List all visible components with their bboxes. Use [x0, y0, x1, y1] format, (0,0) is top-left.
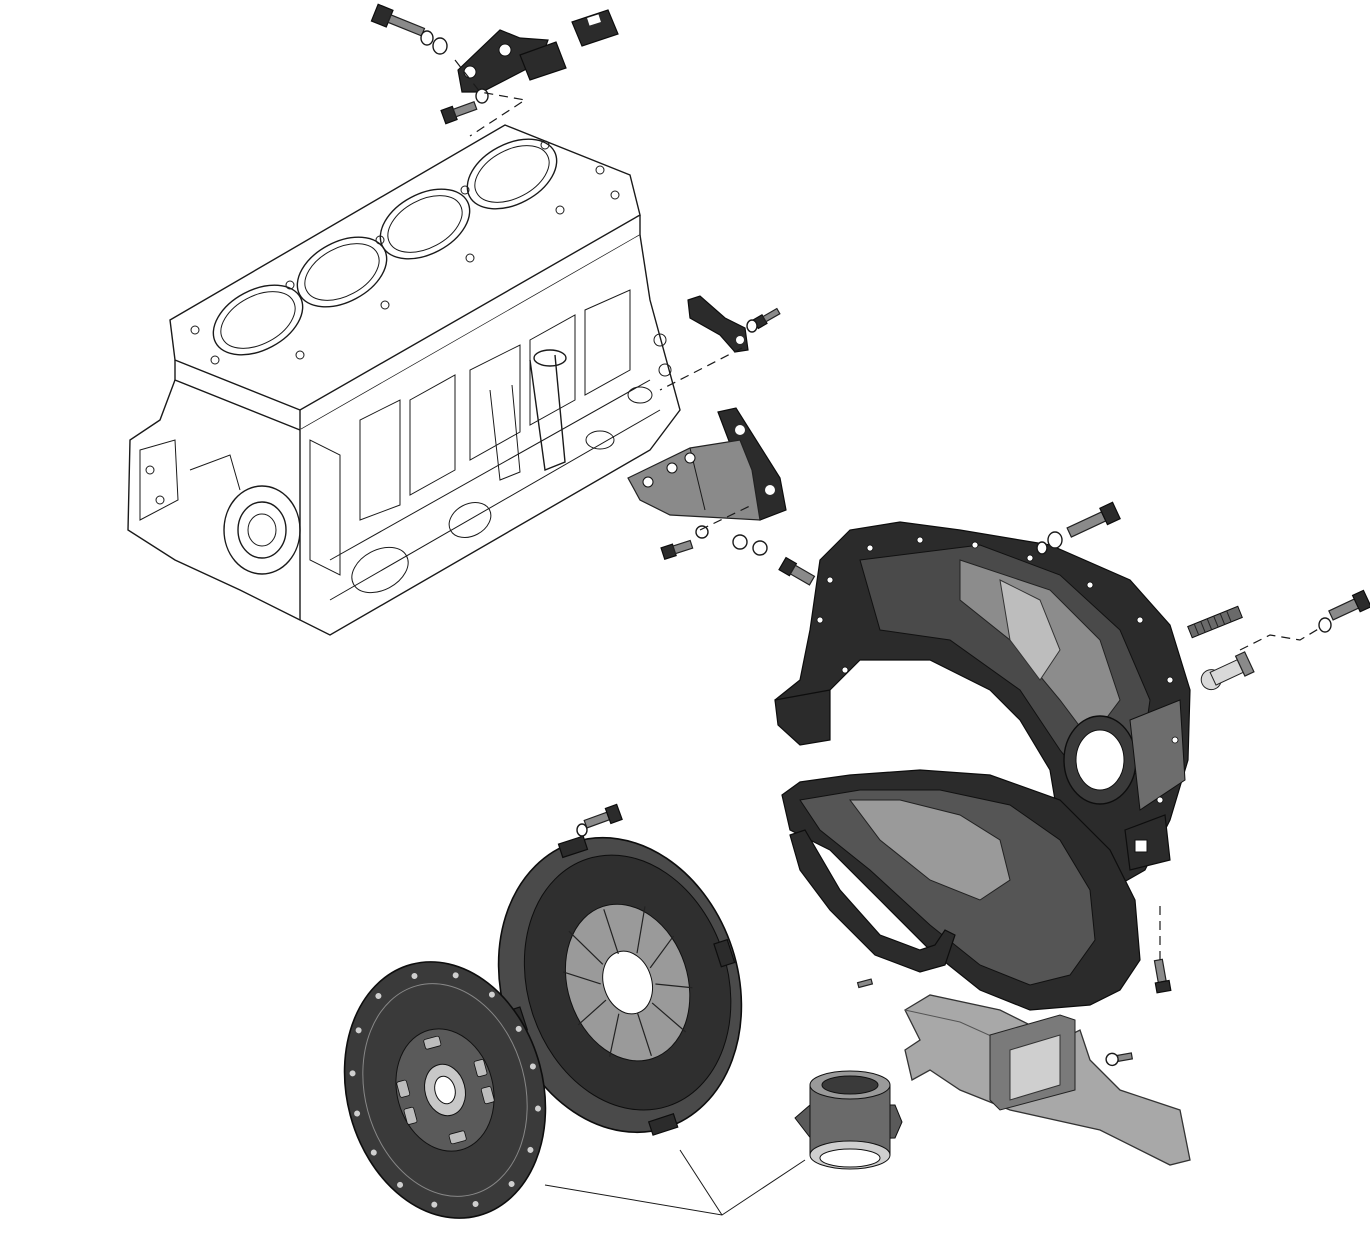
- cylinder-block: [127, 124, 681, 636]
- release-fork: [904, 994, 1191, 1166]
- gusset-bracket: [627, 407, 816, 586]
- clutch-disc: [343, 961, 547, 1219]
- flywheel-housing: [774, 521, 1191, 891]
- release-bearing: [794, 1070, 903, 1170]
- bolts-and-washers: [856, 501, 1370, 994]
- housing-cover: [781, 769, 1141, 1011]
- rear-support-bracket: [370, 3, 619, 137]
- group-leader-lines: [544, 1149, 806, 1216]
- side-mount-bracket: [659, 295, 781, 391]
- pressure-plate: [497, 803, 743, 1136]
